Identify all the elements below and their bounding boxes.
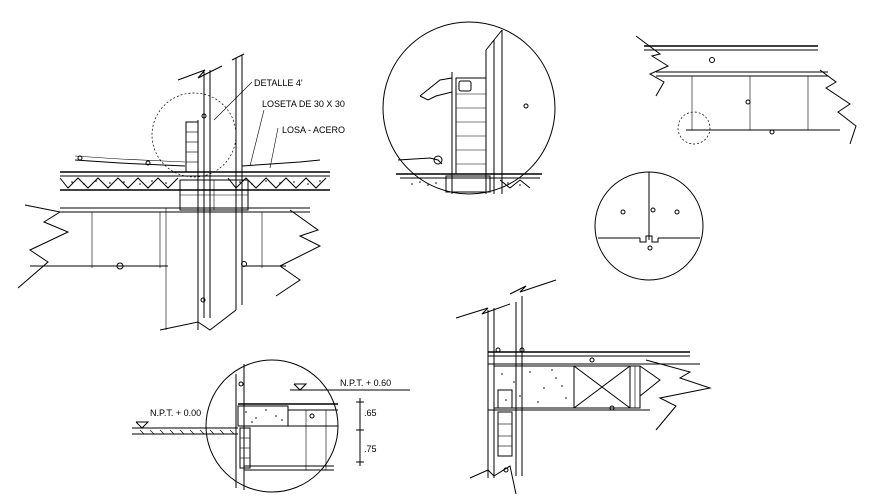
detail-slab-wall-section: DETALLE 4' LOSETA DE 30 X 30 LOSA - ACER… bbox=[17, 53, 345, 331]
detail-enlarged-baseboard-circle bbox=[382, 21, 556, 195]
label-npt-000: N.P.T. + 0.00 bbox=[150, 408, 201, 418]
label-loseta: LOSETA DE 30 X 30 bbox=[262, 99, 345, 109]
detail-beam-column-section bbox=[455, 279, 712, 495]
label-dim-75: .75 bbox=[364, 444, 377, 454]
detail-ceiling-joist bbox=[635, 35, 857, 145]
detail-joint-circle bbox=[594, 171, 704, 281]
label-losa-acero: LOSA - ACERO bbox=[282, 125, 345, 135]
label-detalle-4: DETALLE 4' bbox=[254, 78, 303, 88]
detail-npt-step-circle: N.P.T. + 0.00 N.P.T. + 0.60 .65 .75 bbox=[132, 359, 410, 493]
label-dim-65: .65 bbox=[364, 408, 377, 418]
label-npt-060: N.P.T. + 0.60 bbox=[340, 378, 391, 388]
